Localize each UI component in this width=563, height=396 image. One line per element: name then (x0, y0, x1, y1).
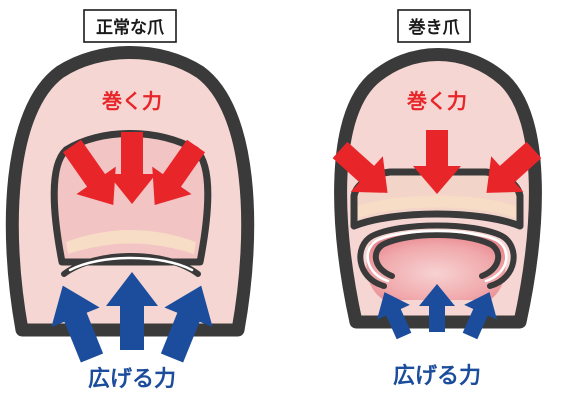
ingrown-nail-title-box: 巻き爪 (398, 10, 470, 42)
ingrown-nail-title: 巻き爪 (408, 17, 461, 38)
normal-inward-force-label: 巻く力 (101, 89, 162, 113)
ingrown-outward-force-label: 広げる力 (393, 363, 481, 389)
normal-outward-force-label: 広げる力 (88, 366, 176, 392)
normal-nail-title-box: 正常な爪 (84, 10, 176, 42)
ingrown-inward-force-label: 巻く力 (406, 89, 467, 113)
normal-nail-panel: 正常な爪 (12, 10, 247, 392)
normal-nail-title: 正常な爪 (96, 17, 165, 38)
ingrown-nail-panel: 巻き爪 (324, 10, 550, 389)
